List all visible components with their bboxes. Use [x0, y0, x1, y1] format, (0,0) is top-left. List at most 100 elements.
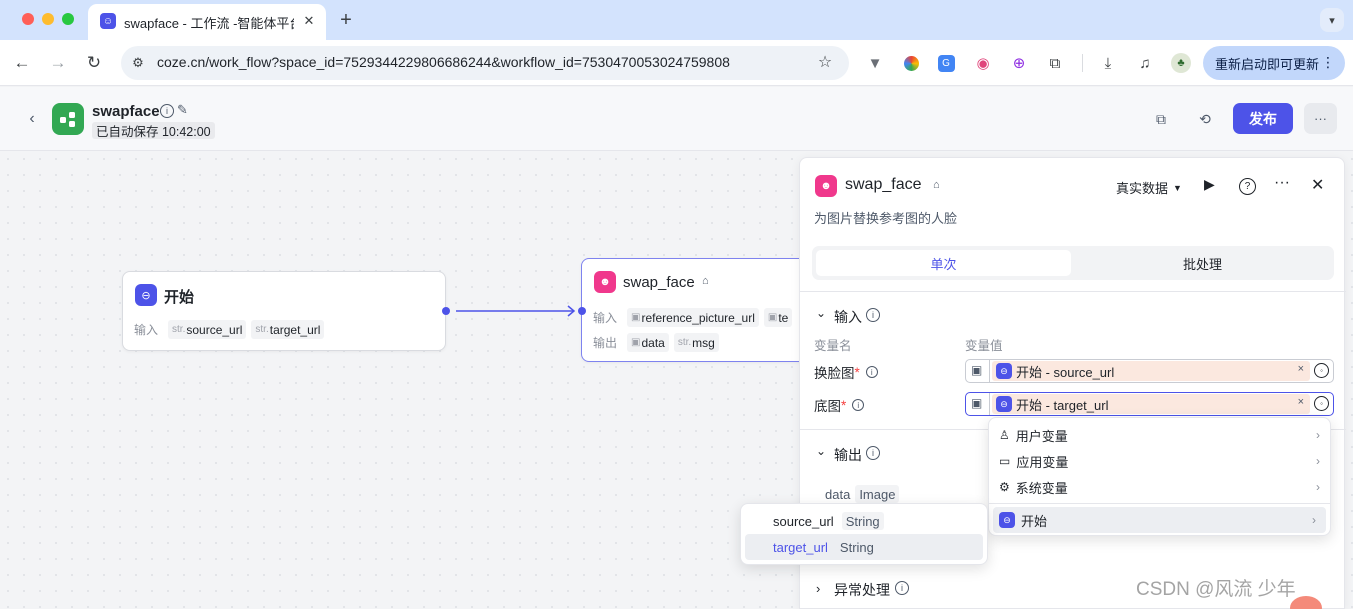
url-text[interactable]: coze.cn/work_flow?space_id=7529344229806… — [157, 54, 730, 70]
source-url-ref-field[interactable]: ▣ ⊖开始 - source_url × ◦ — [965, 359, 1334, 383]
tab-title: swapface - 工作流 -智能体平台 — [124, 16, 294, 31]
connection-line — [456, 305, 576, 317]
type-chip: Image — [855, 485, 900, 503]
swap-face-node[interactable]: ☻ swap_face ⌂ 输入 ▣reference_picture_url … — [581, 258, 811, 362]
minimize-window-button[interactable] — [42, 13, 54, 25]
close-window-button[interactable] — [22, 13, 34, 25]
info-icon[interactable]: i — [865, 366, 878, 378]
start-node-icon: ⊖ — [135, 284, 157, 306]
info-icon[interactable]: i — [866, 446, 880, 460]
col-value-header: 变量值 — [965, 339, 1003, 353]
translate-extension-icon[interactable]: G — [935, 52, 957, 74]
mascot-avatar — [1290, 596, 1322, 609]
restart-to-update-button[interactable]: 重新启动即可更新 ⋮ — [1203, 46, 1345, 80]
info-icon[interactable]: i — [895, 581, 909, 595]
target-url-ref-field[interactable]: ▣ ⊖开始 - target_url × ◦ — [965, 392, 1334, 416]
menu-item-app-variables[interactable]: ▭应用变量› — [999, 454, 1320, 470]
divider — [800, 291, 1346, 292]
download-icon[interactable]: ⤓ — [1104, 54, 1112, 72]
bookmark-star-icon[interactable]: ☆ — [817, 54, 833, 71]
chevron-right-icon: › — [1316, 428, 1320, 442]
variable-picker-icon[interactable]: ◦ — [1314, 396, 1329, 411]
copy-icon[interactable]: ⧉ — [1156, 110, 1166, 127]
image-type-icon: ▣ — [971, 363, 983, 377]
edit-icon[interactable]: ✎ — [177, 102, 188, 117]
close-panel-icon[interactable]: ✕ — [1311, 177, 1325, 194]
help-icon[interactable]: ? — [1239, 178, 1256, 195]
globe-extension-icon[interactable]: ⊕ — [1012, 55, 1026, 72]
swap-node-title: swap_face — [623, 274, 695, 291]
output-chip: str.msg — [673, 333, 719, 352]
swap-face-node-icon: ☻ — [594, 271, 616, 293]
output-section-title: 输出 — [834, 447, 862, 463]
run-icon[interactable]: ▶ — [1204, 176, 1215, 192]
info-icon[interactable]: i — [866, 308, 880, 322]
zoom-window-button[interactable] — [62, 13, 74, 25]
kebab-menu-icon[interactable]: ⋮ — [1321, 54, 1335, 70]
reload-icon[interactable]: ↻ — [86, 53, 102, 72]
info-icon[interactable]: i — [160, 104, 174, 118]
variable-picker-icon[interactable]: ◦ — [1314, 363, 1329, 378]
browser-tab[interactable]: ☺ swapface - 工作流 -智能体平台 ✕ — [88, 4, 326, 40]
media-control-icon[interactable]: ♫ — [1139, 54, 1151, 72]
gear-icon: ⚙ — [999, 480, 1010, 494]
back-chevron-icon[interactable]: ‹ — [29, 110, 35, 127]
menu-item-user-variables[interactable]: ♙用户变量› — [999, 428, 1320, 444]
remove-ref-icon[interactable]: × — [1297, 396, 1304, 408]
extension-v-icon[interactable]: ▼ — [867, 54, 883, 72]
profile-avatar[interactable]: ♣ — [1170, 52, 1192, 74]
ref-chip[interactable]: ⊖开始 - target_url × — [992, 394, 1310, 414]
address-bar[interactable]: ⚙ coze.cn/work_flow?space_id=75293442298… — [121, 46, 849, 80]
chevron-right-icon: › — [1312, 513, 1316, 527]
panel-title: swap_face — [845, 176, 922, 193]
swap-node-inputs: 输入 ▣reference_picture_url ▣te — [593, 308, 793, 327]
input-label: 输入 — [134, 323, 159, 337]
swap-input-port[interactable] — [578, 307, 586, 315]
more-icon[interactable]: ··· — [1274, 174, 1290, 191]
mode-tabs: 单次 批处理 — [812, 246, 1334, 280]
chevron-right-icon[interactable]: › — [816, 581, 821, 596]
forward-icon[interactable]: → — [49, 53, 67, 72]
tab-single[interactable]: 单次 — [816, 250, 1071, 276]
more-button[interactable]: ··· — [1304, 103, 1337, 134]
publish-button[interactable]: 发布 — [1233, 103, 1293, 134]
param-label-target: 底图* i — [814, 395, 865, 415]
start-node-icon: ⊖ — [996, 363, 1012, 379]
back-icon[interactable]: ← — [13, 53, 31, 72]
start-node-icon: ⊖ — [999, 512, 1015, 528]
info-icon[interactable]: i — [852, 399, 865, 411]
site-info-icon[interactable]: ⚙ — [132, 55, 144, 70]
chevron-down-icon[interactable]: ⌄ — [816, 444, 827, 458]
ref-chip[interactable]: ⊖开始 - source_url × — [992, 361, 1310, 381]
menu-item-system-variables[interactable]: ⚙系统变量› — [999, 480, 1320, 496]
tab-batch[interactable]: 批处理 — [1182, 256, 1222, 272]
chevron-down-icon[interactable]: ⌄ — [816, 306, 827, 320]
extension-color-wheel-icon[interactable] — [900, 52, 922, 74]
start-node[interactable]: ⊖ 开始 输入 str.source_url str.target_url — [122, 271, 446, 351]
start-output-port[interactable] — [442, 307, 450, 315]
tab-search-icon[interactable]: ▾ — [1320, 8, 1344, 32]
param-chip: str.source_url — [168, 320, 247, 339]
swap-face-icon: ☻ — [815, 175, 837, 197]
start-node-title: 开始 — [164, 289, 195, 306]
csdn-watermark: CSDN @风流 少年 — [1136, 579, 1296, 600]
data-mode-select[interactable]: 真实数据▼ — [1116, 181, 1182, 196]
col-name-header: 变量名 — [814, 339, 852, 353]
extensions-puzzle-icon[interactable]: ⧉ — [1049, 54, 1061, 72]
divider — [989, 503, 1330, 504]
autosave-status: 已自动保存 10:42:00 — [92, 122, 215, 139]
workflow-header — [0, 87, 1353, 151]
toolbar-divider — [1082, 54, 1083, 72]
new-tab-button[interactable]: + — [340, 8, 352, 31]
close-tab-icon[interactable]: ✕ — [303, 13, 315, 28]
param-label-source: 换脸图* i — [814, 362, 878, 382]
screenshot-extension-icon[interactable]: ◉ — [976, 55, 990, 72]
user-icon: ♙ — [999, 428, 1010, 442]
remove-ref-icon[interactable]: × — [1297, 363, 1304, 375]
param-chip: str.target_url — [251, 320, 325, 339]
menu-item-start[interactable]: ⊖开始› — [993, 507, 1326, 533]
history-icon[interactable]: ⟲ — [1199, 110, 1211, 127]
